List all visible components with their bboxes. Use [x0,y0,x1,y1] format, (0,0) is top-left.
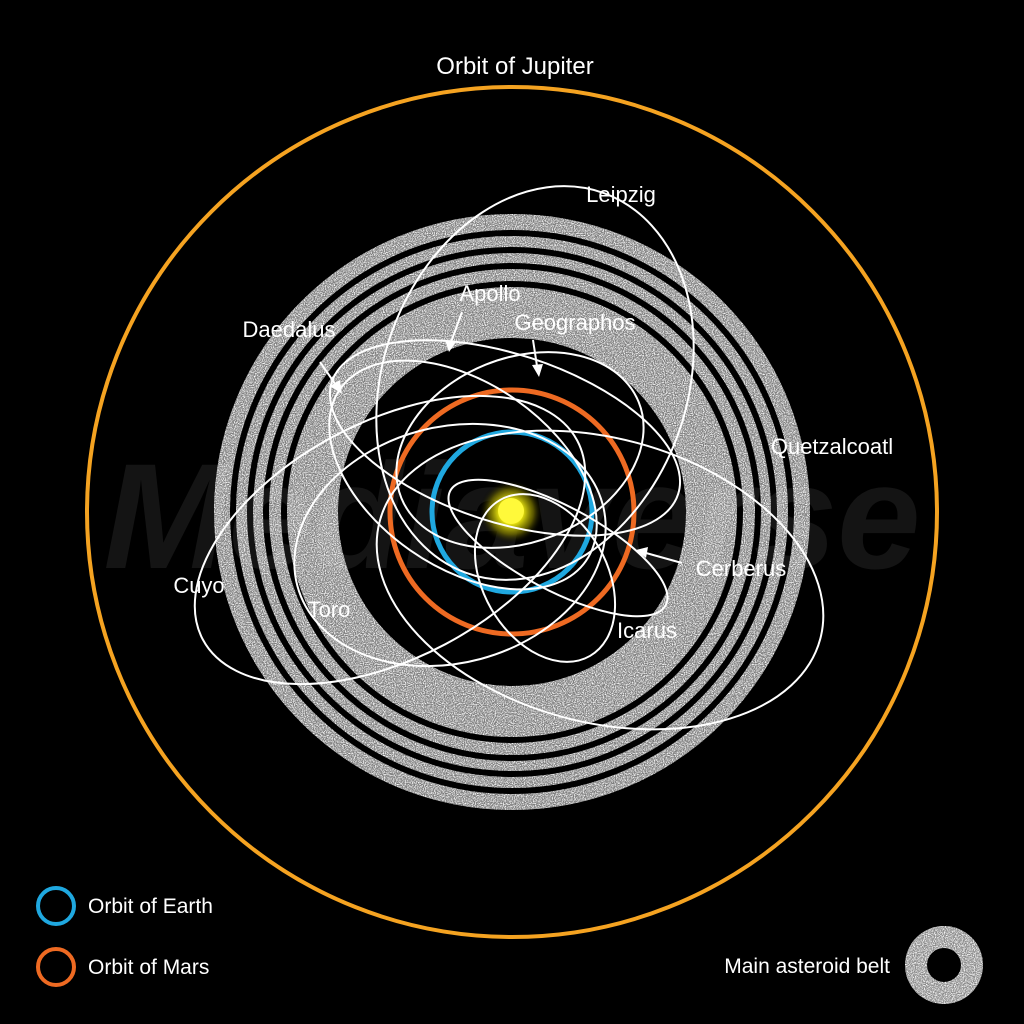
orbit-icarus [473,493,617,663]
orbit-apollo [328,339,682,537]
label-leipzig: Leipzig [586,182,656,207]
legend-mars-label: Orbit of Mars [88,956,209,979]
label-arrows [319,311,683,564]
legend-earth-label: Orbit of Earth [88,895,213,918]
label-toro: Toro [308,597,351,622]
orbit-cuyo [193,394,587,686]
legend-earth-swatch [36,886,76,926]
arrow-geographos [532,339,538,367]
orbit-quetzalcoatl [375,429,825,731]
orbit-geographos [395,351,645,549]
label-cuyo: Cuyo [173,573,224,598]
jupiter-orbit [85,85,939,939]
label-quetzalcoatl: Quetzalcoatl [771,434,893,459]
arrow-cerberus [645,552,683,564]
orbit-toro [293,422,607,668]
label-cerberus: Cerberus [696,556,786,581]
legend-mars-swatch [36,947,76,987]
arrow-apollo [450,311,463,343]
legend-earth: Orbit of Earth [36,886,213,926]
legend-mars: Orbit of Mars [36,947,209,987]
asteroid-orbits [193,185,825,731]
legend: Orbit of Earth Orbit of Mars Main astero… [36,886,990,1010]
label-apollo: Apollo [459,281,520,306]
orbit-cerberus [447,478,669,618]
label-geographos: Geographos [514,310,635,335]
label-orbit-of-jupiter: Orbit of Jupiter [436,53,593,80]
orbit-leipzig [375,185,695,581]
label-icarus: Icarus [617,618,677,643]
sun [479,480,543,544]
legend-belt-label: Main asteroid belt [724,955,890,978]
legend-belt: Main asteroid belt [724,920,990,1010]
label-daedalus: Daedalus [243,317,336,342]
belt-gaps [230,230,794,794]
